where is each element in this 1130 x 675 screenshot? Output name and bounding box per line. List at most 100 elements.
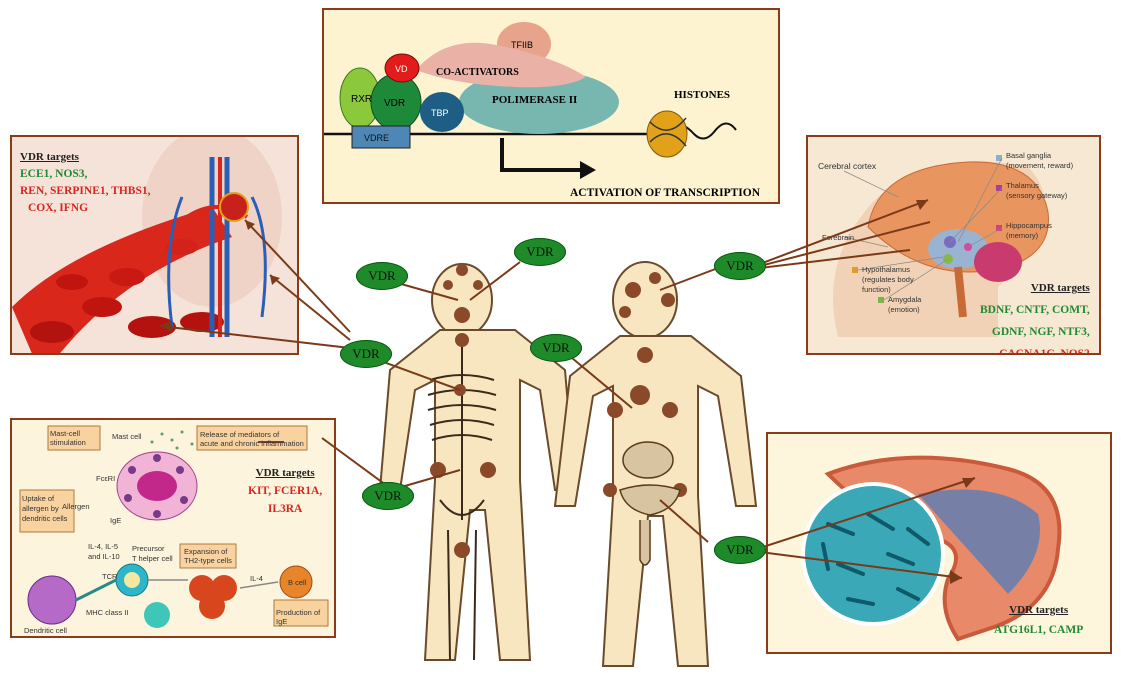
production-box [273,599,329,627]
b-cell [279,565,313,599]
brain-green-targets-2: GDNF, NGF, NTF3, [991,326,1090,338]
cardio-panel: VDR targets ECE1, NOS3, REN, SERPINE1, T… [10,135,299,355]
brain-red-targets: CACNA1C, NOS2 [999,348,1090,355]
gut-title: VDR targets [1009,604,1069,616]
mhc-label: MHC class II [86,608,129,617]
immune-title: VDR targets [255,467,315,479]
skeleton-figure [378,263,577,661]
organ-figure [553,261,758,667]
basal-key [996,155,1002,161]
vdre-box [351,125,411,149]
rbc [109,268,145,286]
vein [209,157,230,337]
rbc [166,239,198,255]
rxr-label: RXR [351,94,372,105]
cerebellum [974,242,1022,282]
flow-arrows [148,579,279,589]
rbc [128,316,176,338]
organ-intestines [619,441,681,566]
vdr-oval-cardio: VDR [340,340,392,368]
cardio-red-targets-2: COX, IFNG [28,202,89,214]
cardio-green-targets: ECE1, NOS3, [20,168,88,180]
vdr-oval-brain-left: VDR [356,262,408,290]
hypothalamus-key [852,267,858,273]
cardio-title: VDR targets [20,151,79,163]
skeleton-bones [427,345,497,661]
transcription-panel: RXR VDR VD TBP VDRE TFIIB CO-ACTIVATORS … [322,8,780,204]
production-label: Production of IgE [276,608,321,626]
skeleton-spots [430,264,496,558]
hippocampus-key [996,225,1002,231]
thalamus-key [996,185,1002,191]
mastcell-stim-box [47,425,101,451]
organ-spots [603,272,687,497]
cortex-label: Cerebral cortex [818,161,877,171]
ige-label: IgE [110,516,122,525]
th2-cluster [189,575,237,619]
polimerase-label: POLIMERASE II [492,94,577,106]
histones-label: HISTONES [674,89,730,101]
coactivators-label: CO-ACTIVATORS [436,67,519,78]
th1-cell [144,602,170,628]
basal-label: Basal ganglia(movement, reward) [1006,151,1074,170]
heart [219,192,249,222]
tbp-label: TBP [431,108,449,118]
mastcell-label: Mast cell [112,432,142,441]
coactivators-shape [416,42,586,88]
cardio-red-targets-1: REN, SERPINE1, THBS1, [20,185,151,197]
rbc [56,274,88,290]
brainstem [954,266,967,318]
brain-green-targets-1: BDNF, CNTF, COMT, [980,304,1090,316]
gut-panel: VDR targets ATG16L1, CAMP [766,432,1112,654]
gut-green-targets: ATG16L1, CAMP [994,624,1084,636]
th-nucleus [124,572,140,588]
dendritic-cell [27,575,77,625]
mastcell-stim-label: Mast-cell stimulation [50,429,86,447]
fcer-label: FcεRI [96,474,116,483]
mediators [150,430,194,450]
hippocampus-label: Hippocampus(memory) [1006,221,1052,240]
amygdala-label: Amygdala(emotion) [888,295,922,314]
allergen-label: Allergen [62,502,90,511]
mastcell-nucleus [137,471,177,501]
tbp-shape [420,92,464,132]
rbc [82,297,122,317]
histone-wrap [649,117,687,147]
uptake-box [19,489,75,533]
activation-arrowhead [580,161,596,179]
brain-title: VDR targets [1030,282,1090,294]
vdr-complex-label: VDR [384,98,405,109]
vdre-label: VDRE [364,133,389,143]
release-box [196,425,308,451]
activation-label: ACTIVATION OF TRANSCRIPTION [570,187,761,199]
vdr-oval-immune: VDR [362,482,414,510]
transcription-diagram: RXR VDR VD TBP VDRE TFIIB CO-ACTIVATORS … [324,22,761,199]
vdr-oval-organ: VDR [530,334,582,362]
brain-panel: Cerebral cortex Basal ganglia(movement, … [806,135,1101,355]
immune-red-targets-1: KIT, FCER1A, [248,485,323,497]
rbc [180,312,224,332]
vdr-oval-gut: VDR [714,536,766,564]
dendritic-label: Dendritic cell [24,626,67,635]
tcr-label: TCR [102,572,118,581]
vdr-oval-brain-right: VDR [714,252,766,280]
immune-illustration [19,425,329,628]
il4-label: IL-4 [250,574,263,583]
rbc [30,321,74,343]
thalamus-label: Thalamus(sensory gateway) [1006,181,1068,200]
immune-red-targets-2: IL3RA [267,503,303,515]
forebrain-label: Forebrain [822,233,855,242]
expansion-box [179,543,237,569]
amygdala-key [878,297,884,303]
vd-shape [384,53,420,83]
tcr-link [75,578,117,602]
vdr-oval-head: VDR [514,238,566,266]
granules [124,454,188,518]
immune-panel: Mast-cell stimulation Mast cell Release … [10,418,336,638]
